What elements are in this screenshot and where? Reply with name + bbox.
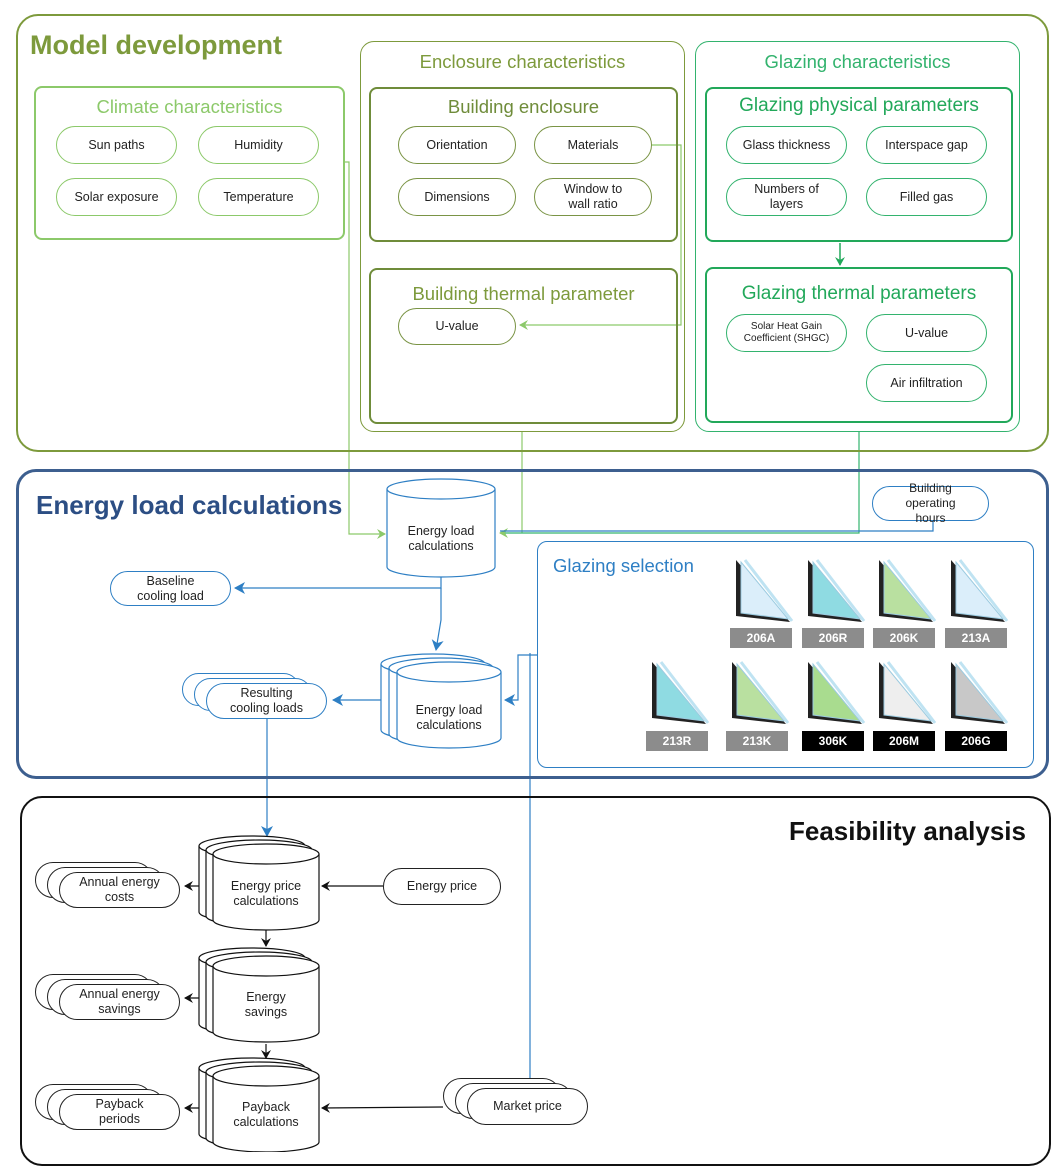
shgc-pill: Solar Heat Gain Coefficient (SHGC) <box>726 314 847 352</box>
payback-periods-pill: Payback periods <box>59 1094 180 1130</box>
glazing-sample-206M <box>879 661 937 724</box>
energy-load-title: Energy load calculations <box>36 490 343 520</box>
orientation-pill: Orientation <box>398 126 516 164</box>
dimensions-pill: Dimensions <box>398 178 516 216</box>
glazing-panel <box>695 41 1020 432</box>
air-infiltration-pill: Air infiltration <box>866 364 987 402</box>
annual-energy-costs-pill: Annual energy costs <box>59 872 180 908</box>
price-calc-label: Energy price calculations <box>230 879 302 908</box>
glazing-code-213A: 213A <box>945 628 1007 648</box>
glazing-code-206A: 206A <box>730 628 792 648</box>
glazing-thermal-panel <box>705 267 1013 423</box>
glazing-code-213K: 213K <box>726 731 788 751</box>
energy-price-pill: Energy price <box>383 868 501 905</box>
climate-panel <box>34 86 345 240</box>
glazing-sample-213A <box>951 559 1009 622</box>
glazing-to-energy-line <box>499 431 860 538</box>
building-operating-hours-pill: Building operating hours <box>872 481 989 525</box>
enclosure-panel <box>360 41 685 432</box>
building-enclosure-title: Building enclosure <box>447 96 600 117</box>
glass-thickness-pill: Glass thickness <box>726 126 847 164</box>
glazing-code-306K: 306K <box>802 731 864 751</box>
selection-to-calc2-arrow <box>504 654 537 706</box>
glazing-sample-206A <box>736 559 794 622</box>
building-enclosure-panel <box>369 87 678 242</box>
energy-load-panel <box>16 469 1049 779</box>
hours-to-energy-line <box>500 521 934 532</box>
glazing-code-206M: 206M <box>873 731 935 751</box>
materials-to-uvalue-line <box>519 144 682 330</box>
glazing-code-213R: 213R <box>646 731 708 751</box>
market-price-pill: Market price <box>467 1088 588 1125</box>
calc-to-calc2-arrow <box>431 588 444 651</box>
humidity-pill: Humidity <box>198 126 319 164</box>
building-thermal-panel <box>369 268 678 424</box>
glazing-code-206R: 206R <box>802 628 864 648</box>
model-development-title: Model development <box>30 30 283 60</box>
climate-title: Climate characteristics <box>96 96 283 117</box>
filled-gas-pill: Filled gas <box>866 178 987 216</box>
materials-pill: Materials <box>534 126 652 164</box>
glazing-code-206G: 206G <box>945 731 1007 751</box>
glazing-sample-213R <box>652 661 710 724</box>
resulting-cooling-loads-pill: Resulting cooling loads <box>206 683 327 719</box>
glazing-sample-213K <box>732 661 790 724</box>
temperature-pill: Temperature <box>198 178 319 216</box>
climate-to-energy-line <box>345 161 386 539</box>
interspace-gap-pill: Interspace gap <box>866 126 987 164</box>
building-thermal-title: Building thermal parameter <box>412 283 635 304</box>
glazing-u-value-pill: U-value <box>866 314 987 352</box>
savings-calc-cylinder <box>198 947 320 1043</box>
model-development-panel <box>16 14 1049 452</box>
glazing-physical-title: Glazing physical parameters <box>739 95 979 116</box>
glazing-physical-panel <box>705 87 1013 242</box>
glazing-selection-panel <box>537 541 1034 768</box>
baseline-cooling-load-pill: Baseline cooling load <box>110 571 231 606</box>
glazing-thermal-title: Glazing thermal parameters <box>741 283 977 304</box>
feasibility-title: Feasibility analysis <box>788 816 1026 846</box>
glazing-sample-206K <box>879 559 937 622</box>
glazing-code-206K: 206K <box>873 628 935 648</box>
window-to-wall-ratio-pill: Window to wall ratio <box>534 178 652 216</box>
energy-calc-label: Energy load calculations <box>407 524 475 553</box>
annual-energy-savings-pill: Annual energy savings <box>59 984 180 1020</box>
price-calc-cylinder <box>198 835 320 931</box>
savings-calc-label: Energy savings <box>244 990 288 1019</box>
payback-calc-label: Payback calculations <box>233 1100 299 1129</box>
payback-calc-cylinder <box>198 1057 320 1152</box>
numbers-of-layers-pill: Numbers of layers <box>726 178 847 216</box>
sun-paths-pill: Sun paths <box>56 126 177 164</box>
building-u-value-pill: U-value <box>398 308 516 345</box>
energy-calc-stack-label: Energy load calculations <box>415 703 483 732</box>
glazing-sample-206G <box>951 661 1009 724</box>
solar-exposure-pill: Solar exposure <box>56 178 177 216</box>
enclosure-title: Enclosure characteristics <box>419 51 626 72</box>
glazing-selection-title: Glazing selection <box>553 555 694 576</box>
glazing-sample-306K <box>808 661 866 724</box>
glazing-sample-206R <box>808 559 866 622</box>
glazing-title: Glazing characteristics <box>764 51 951 72</box>
market-to-payback-arrow <box>321 1102 444 1113</box>
